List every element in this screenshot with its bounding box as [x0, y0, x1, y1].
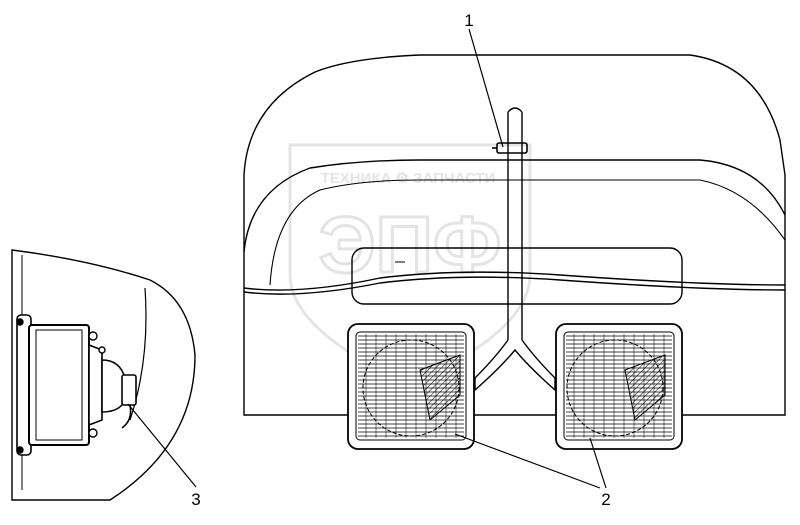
watermark-logo-letters: ЭПФ	[319, 200, 502, 289]
side-lamp-cap	[88, 343, 103, 427]
side-lamp-detail	[11, 249, 197, 501]
side-lamp-bolt-top	[88, 331, 98, 341]
cab-upper-arc	[243, 159, 786, 253]
rear-lamp-left	[347, 323, 475, 450]
cab-inner-arc	[269, 179, 786, 286]
mount-bracket-y	[474, 339, 556, 392]
callout-2-leader-left	[454, 433, 601, 489]
callout-1-label: 1	[464, 11, 473, 30]
side-lamp-body	[28, 324, 90, 446]
rear-view	[243, 28, 786, 489]
side-lamp-body-inner	[35, 329, 83, 441]
side-lamp-connector	[121, 374, 137, 406]
side-lamp-bolt-mid	[98, 346, 106, 354]
side-housing-outline	[11, 249, 196, 501]
mount-tube	[507, 107, 523, 340]
rear-lamp-right-lens	[563, 331, 675, 441]
rear-panel-recess	[351, 247, 683, 305]
callout-2-leader-right	[589, 437, 607, 489]
side-lamp-wire	[121, 404, 132, 429]
callout-2-label: 2	[601, 490, 610, 509]
rear-lamp-left-hatch	[419, 354, 461, 421]
callout-3-leader	[127, 403, 197, 488]
cab-belt-line-upper	[243, 271, 786, 291]
side-lamp-screw-b	[16, 446, 24, 454]
rear-lamp-right	[555, 323, 683, 450]
callout-3-label: 3	[191, 490, 200, 509]
rear-lamp-left-frame	[347, 323, 475, 450]
side-bumper-edge	[129, 287, 147, 421]
cab-outer-outline	[243, 54, 786, 416]
callout-1-leader	[468, 28, 504, 148]
side-lamp-bolt-bottom	[88, 428, 98, 438]
cab-belt-line-lower	[243, 276, 786, 295]
side-lamp-screw-a	[16, 318, 24, 326]
rear-lamp-right-hatch	[624, 354, 666, 421]
rear-lamp-left-lens	[355, 331, 467, 441]
